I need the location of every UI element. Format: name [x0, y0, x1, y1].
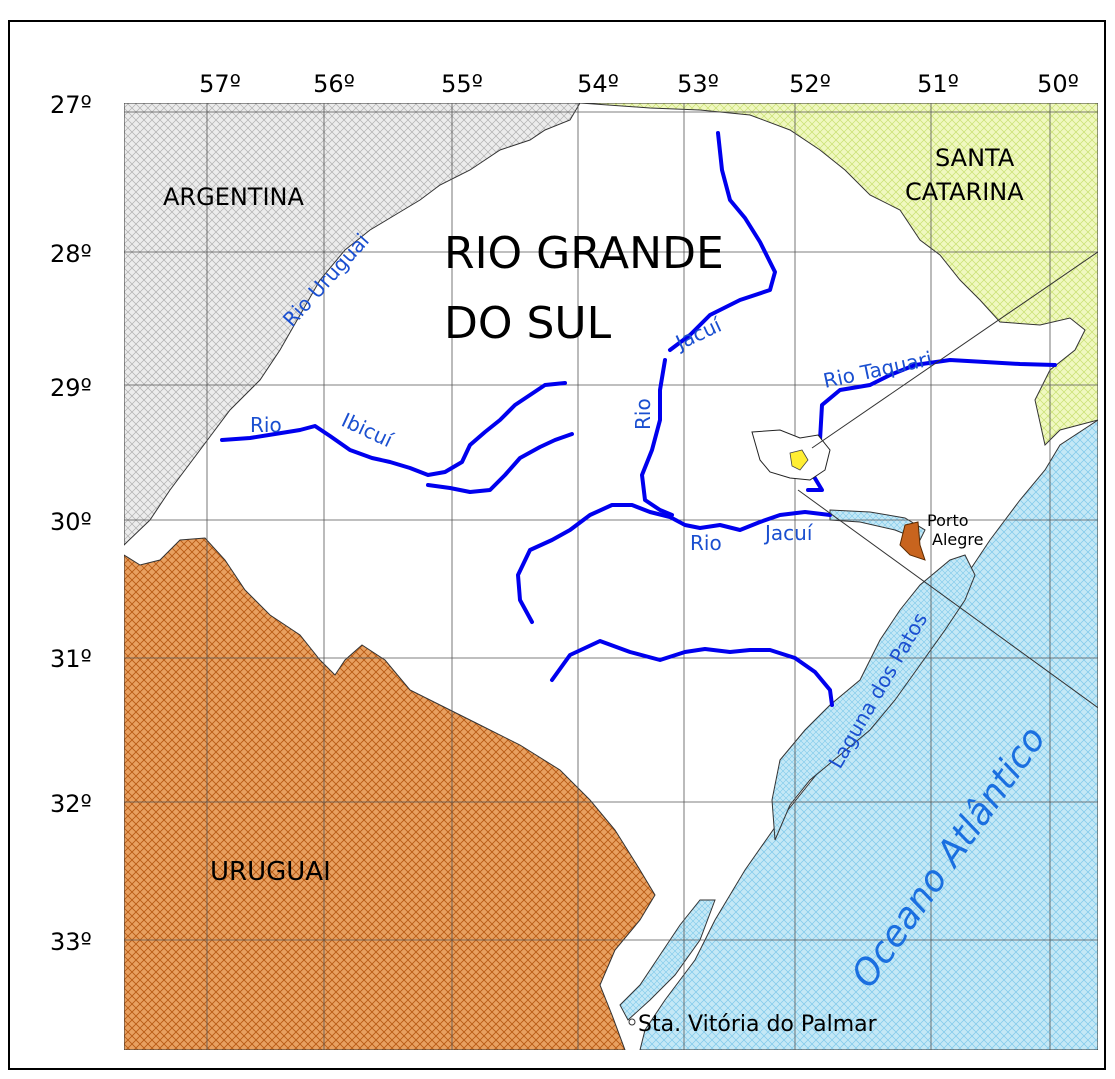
- river-jacui-main: [640, 358, 674, 517]
- lat-label: 29º: [50, 374, 92, 402]
- label-santa-catarina-1: SANTA: [935, 144, 1015, 172]
- river-south: [550, 639, 834, 707]
- river-ibicui: [220, 381, 567, 477]
- lat-label: 30º: [50, 508, 92, 536]
- porto-alegre-area: [899, 521, 926, 561]
- river-ibicui-branch: [426, 432, 574, 494]
- label-santa-catarina-2: CATARINA: [905, 178, 1024, 206]
- lat-label: 28º: [50, 240, 92, 268]
- lon-label: 50º: [1037, 70, 1079, 98]
- label-rio-jacui-lower-name: Jacuí: [763, 521, 814, 545]
- label-argentina: ARGENTINA: [163, 183, 305, 211]
- lon-label: 56º: [313, 70, 355, 98]
- lat-label: 33º: [50, 928, 92, 956]
- label-jacui-upper: Jacuí: [670, 312, 726, 355]
- river-jacui-upper: [668, 131, 777, 352]
- label-rio-ibicui-rio: Rio: [250, 413, 282, 437]
- label-rgs-1: RIO GRANDE: [444, 228, 724, 279]
- label-rio-vertical: Rio: [631, 398, 655, 430]
- river-jacui-lower: [516, 503, 832, 624]
- lon-label: 54º: [577, 70, 619, 98]
- lat-label: 27º: [50, 91, 92, 119]
- label-rio-taquari: Rio Taquari: [821, 346, 934, 392]
- label-rio-jacui-lower-rio: Rio: [690, 531, 722, 555]
- sta-vitoria-marker: [628, 1018, 636, 1026]
- laguna-dos-patos: [771, 554, 976, 841]
- uruguay-region: [124, 537, 656, 1050]
- lagoa-mirim: [619, 899, 716, 1021]
- lon-label: 57º: [199, 70, 241, 98]
- pointer-line-lower: [797, 489, 1098, 709]
- latitude-labels: 27º 28º 29º 30º 31º 32º 33º: [50, 91, 92, 956]
- argentina-region: [124, 103, 581, 546]
- lon-label: 51º: [917, 70, 959, 98]
- longitude-labels: 57º 56º 55º 54º 53º 52º 51º 50º: [199, 70, 1079, 98]
- lon-label: 53º: [677, 70, 719, 98]
- santa-catarina-region: [579, 103, 1098, 446]
- graticule: [124, 103, 1098, 1050]
- lat-label: 31º: [50, 645, 92, 673]
- label-porto: Porto: [927, 511, 969, 530]
- label-rgs-2: DO SUL: [444, 298, 612, 349]
- pointer-line-upper: [811, 251, 1098, 449]
- lon-label: 52º: [789, 70, 831, 98]
- label-sta-vitoria: Sta. Vitória do Palmar: [638, 1012, 878, 1037]
- lat-label: 32º: [50, 790, 92, 818]
- label-alegre: Alegre: [932, 530, 983, 549]
- lon-label: 55º: [441, 70, 483, 98]
- highlight-area: [789, 449, 809, 471]
- label-uruguai: URUGUAI: [210, 857, 331, 887]
